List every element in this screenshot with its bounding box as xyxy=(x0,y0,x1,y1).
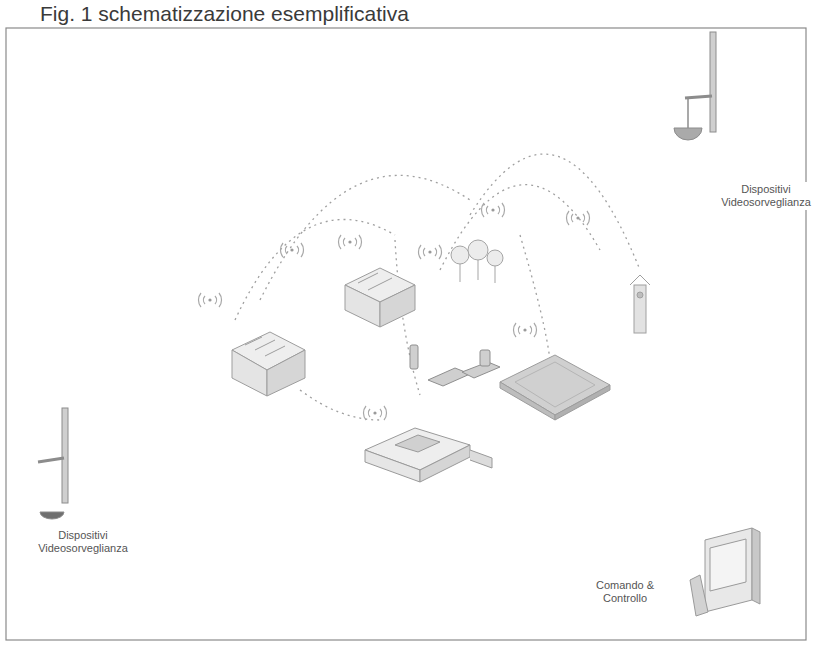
wifi-symbol xyxy=(338,235,361,249)
radio-links xyxy=(235,154,640,420)
pad xyxy=(500,355,610,420)
post xyxy=(630,275,650,333)
frame xyxy=(6,28,806,640)
trees xyxy=(451,240,503,283)
station-label: Comando & Controllo xyxy=(575,578,675,606)
wifi-symbol xyxy=(566,211,589,225)
devices xyxy=(410,345,500,386)
radio-arc xyxy=(440,185,600,270)
radio-arc xyxy=(300,390,380,420)
camera-pole xyxy=(38,408,68,519)
building xyxy=(345,268,415,327)
wifi-symbol xyxy=(513,323,536,337)
wifi-symbol xyxy=(198,293,221,307)
wifi-symbol xyxy=(418,245,441,259)
device-label: Dispositivi Videosorveglianza xyxy=(716,182,816,210)
camera-pole xyxy=(674,32,716,140)
device-label: Dispositivi Videosorveglianza xyxy=(26,528,140,556)
wifi-symbol xyxy=(280,243,303,257)
wifi-symbol xyxy=(481,203,504,217)
building xyxy=(232,332,305,396)
radio-arc xyxy=(470,154,640,270)
wifi-symbol xyxy=(363,406,386,420)
figure-title: Fig. 1 schematizzazione esemplificativa xyxy=(40,2,409,26)
workstation xyxy=(690,528,760,616)
vehicle xyxy=(365,428,492,482)
radio-arc xyxy=(520,235,550,360)
